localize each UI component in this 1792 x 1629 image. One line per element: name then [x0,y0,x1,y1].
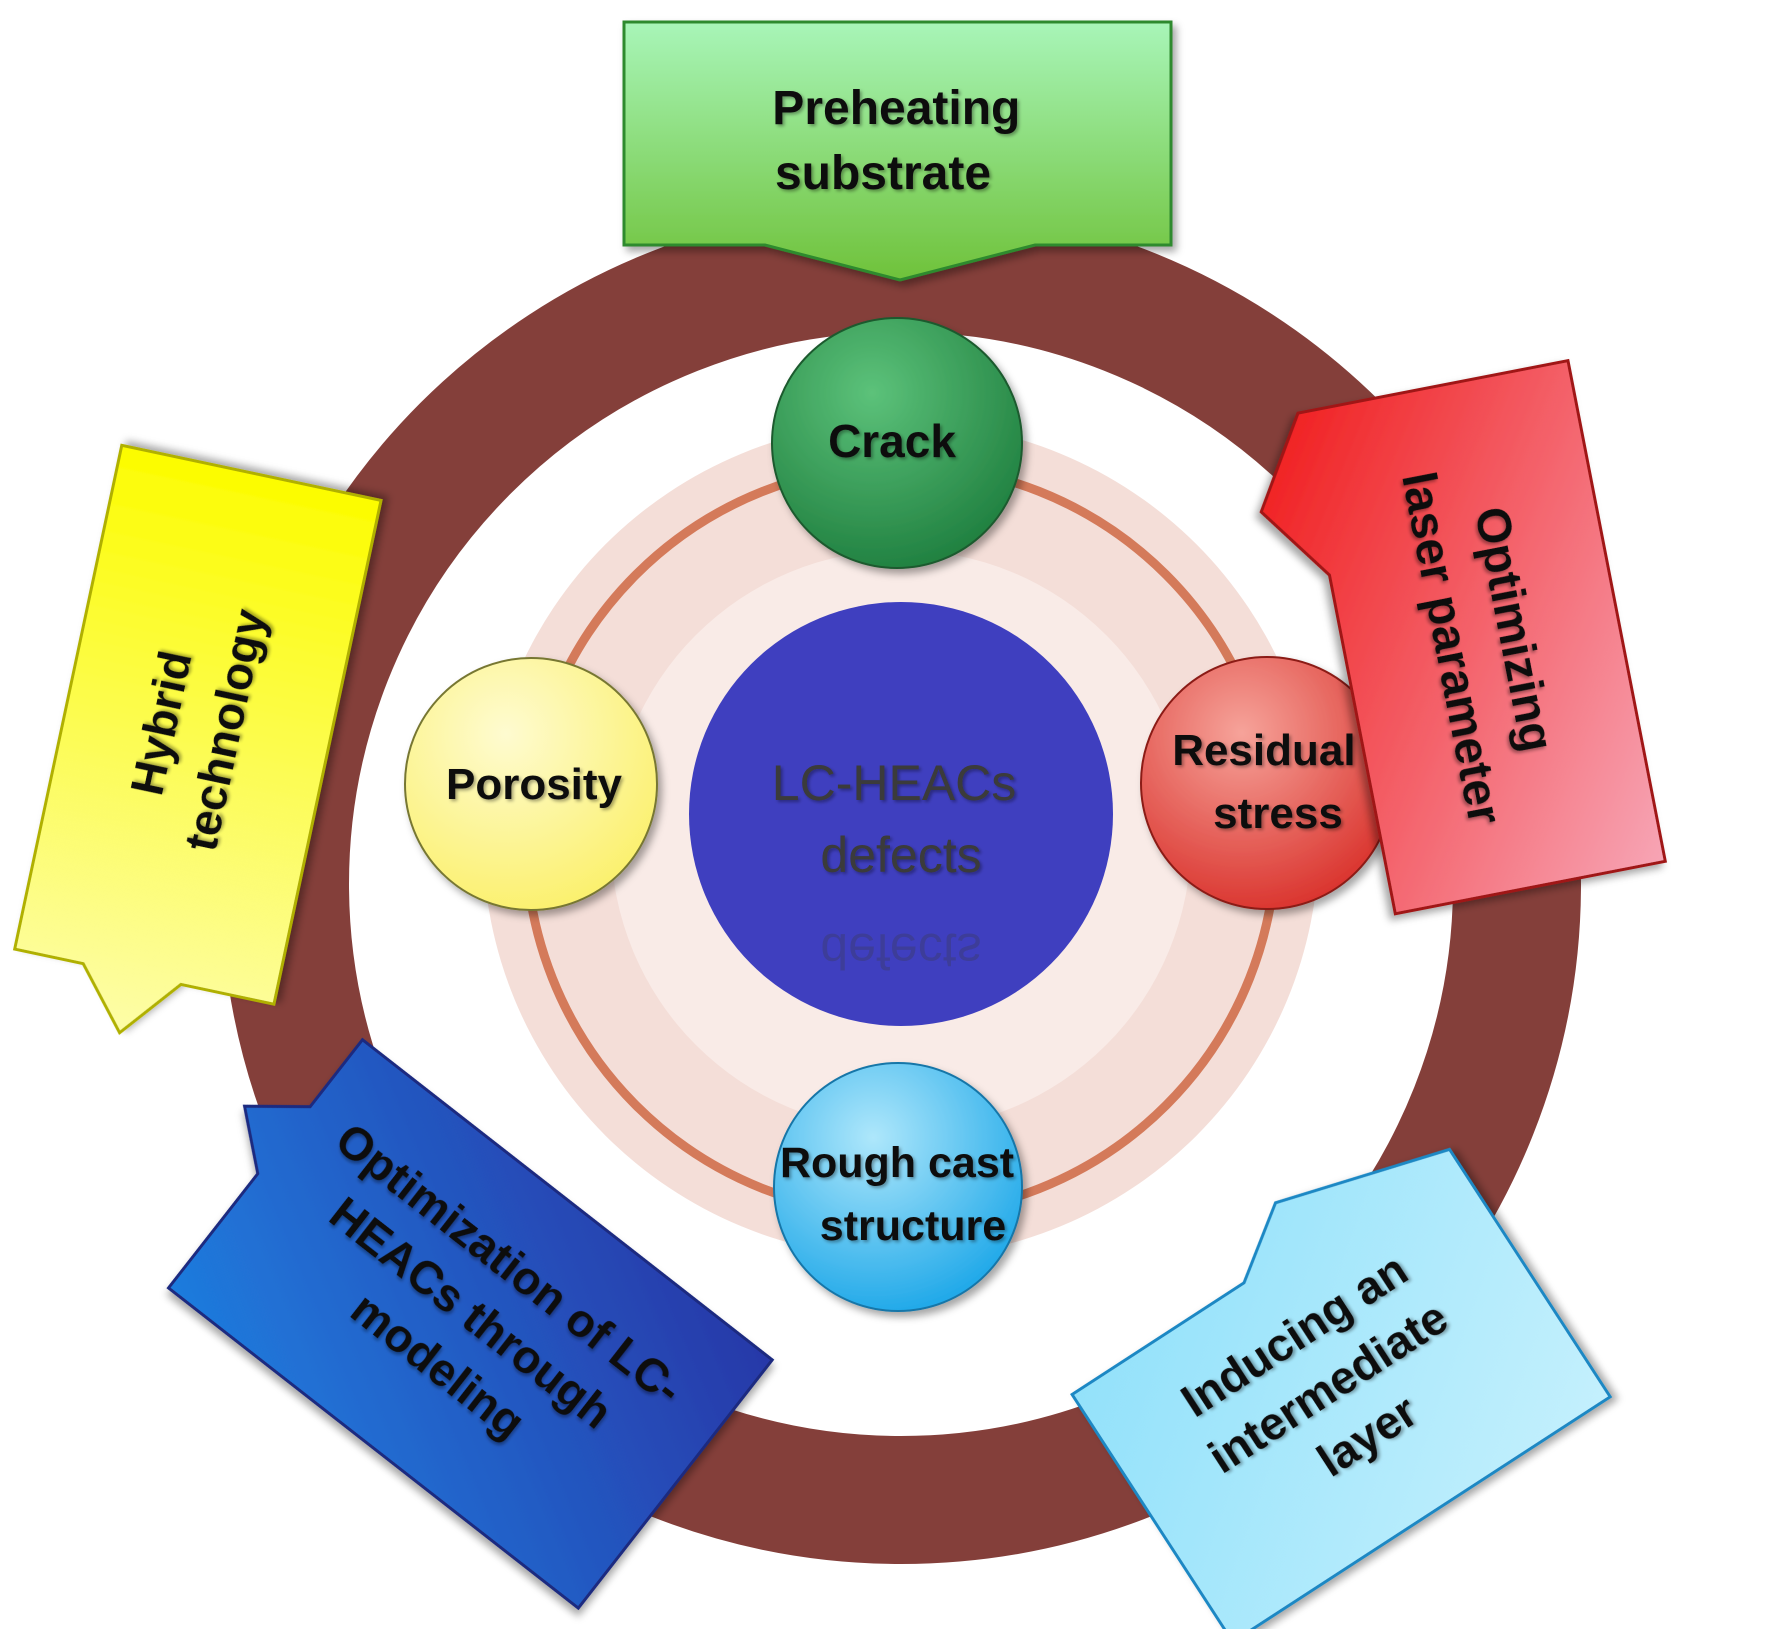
solution-optimizing-laser-parameter: Optimizing laser parameter [1259,358,1668,916]
defect-rough-cast-structure-label: Rough cast structure [780,1139,1026,1250]
center-label-line: defects [820,827,981,883]
center-label: LC-HEACs defects [772,755,1030,883]
defect-rough-cast-structure [773,1062,1023,1312]
defect-crack-label: Crack [828,415,956,467]
solution-preheating-substrate-label: Preheating substrate [772,82,1033,200]
defect-porosity-label: Porosity [446,760,623,809]
center-node: LC-HEACs defects defects [689,602,1113,1026]
center-circle [689,602,1113,1026]
defect-residual-stress-label: Residual stress [1172,726,1368,838]
solution-preheating-substrate: Preheating substrate [622,20,1173,282]
center-label-reflection: defects [820,923,981,979]
defect-porosity [404,657,658,911]
solution-hybrid-technology: Hybrid technology [12,443,383,1036]
solution-optimization-through-modeling: Optimization of LC- HEACs through modeli… [166,1037,775,1611]
center-label-reflection-line: defects [820,923,981,979]
defect-crack [771,317,1023,569]
center-label-line: LC-HEACs [772,755,1016,811]
